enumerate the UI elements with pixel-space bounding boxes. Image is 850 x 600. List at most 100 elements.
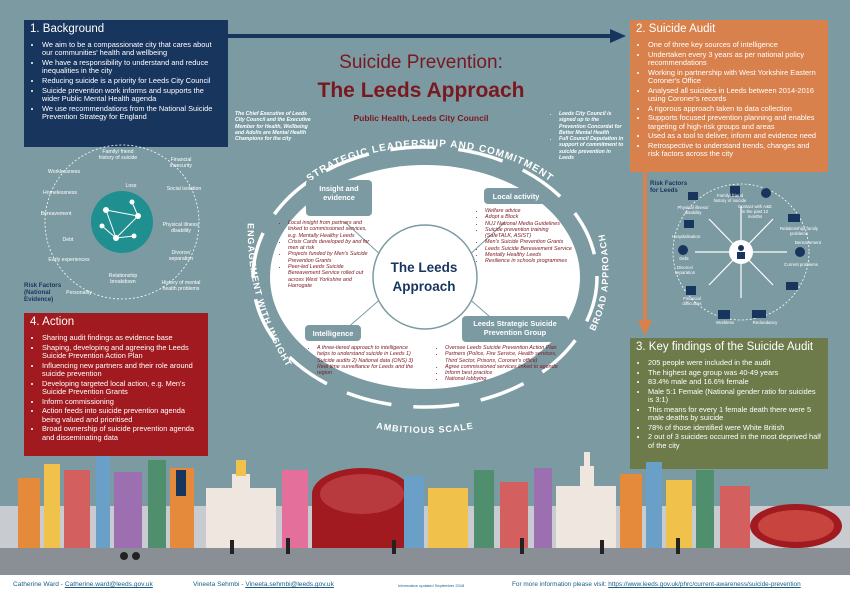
concordat-note-item: Leeds City Council is signed up to the P… [559, 111, 627, 136]
risk-label: Financial insecurity [170, 157, 192, 169]
concordat-note-item: Full Council Deputation in support of co… [559, 136, 627, 161]
hospital-icon [730, 186, 740, 196]
network-icon [91, 191, 153, 253]
risk-label: Personality [66, 290, 92, 296]
leeds-risk-title-line: for Leeds [650, 187, 678, 194]
key-finding-item: 2 out of 3 suicides occurred in the most… [648, 433, 822, 450]
more-info-label: For more information please visit: [512, 581, 607, 588]
intelligence-heading: Intelligence [312, 329, 354, 338]
risk-label: Loss [125, 183, 137, 189]
footer-contact-1: Catherine Ward - Catherine.ward@leeds.go… [13, 581, 153, 588]
intelligence-list: A three-tiered approach to intelligence … [310, 345, 414, 376]
risk-label: Family/ friend history of suicide [98, 149, 138, 161]
leeds-risk-label: Relationship/ family problems [779, 226, 819, 236]
national-risk-title-line: Evidence) [24, 296, 54, 303]
family-icon [688, 192, 698, 200]
risk-label: Worklessness [47, 169, 81, 175]
leeds-risk-title: Risk Factors for Leeds [650, 180, 700, 194]
poster-title-line2: The Leeds Approach [317, 79, 525, 102]
action-box: 4. Action Sharing audit findings as evid… [24, 313, 208, 456]
leeds-risk-label: Family/ friend history of suicide [713, 193, 747, 203]
local-activity-item: Adopt a Block [485, 214, 576, 220]
concordat-note: Leeds City Council is signed up to the P… [552, 111, 627, 161]
center-circle [372, 224, 478, 330]
poster-subtitle: Public Health, Leeds City Council [353, 113, 489, 123]
risk-label: Physical illness/ disability [162, 222, 200, 234]
risk-label: Debt [62, 237, 74, 243]
leeds-risk-label: Contact with A&E in the past 12 months [738, 204, 772, 219]
arrow-right-icon [610, 29, 626, 43]
insight-item: Crisis Cards developed by and for men at… [288, 239, 377, 252]
strategic-group-item: Partners (Police, Fire Service, Health s… [445, 351, 562, 364]
local-activity-item: Suicide prevention training (SafeTALK, A… [485, 227, 576, 240]
leeds-risk-label: Current problems [784, 262, 818, 267]
insight-list: Local insight from partners and linked t… [281, 220, 377, 289]
contact-name-1: Catherine Ward - [13, 581, 63, 588]
insight-item: Peer-led Leeds Suicide Bereavement Servi… [288, 264, 377, 289]
svg-text:AMBITIOUS SCALE: AMBITIOUS SCALE [376, 421, 475, 435]
background-item: We use recommendations from the National… [42, 104, 222, 122]
risk-label: Divorce/ separation [168, 250, 194, 262]
risk-label: History of mental health problems [161, 280, 201, 292]
leeds-risk-label: Hospitalisation [671, 234, 701, 239]
leeds-risk-label: Physical illness/ disability [677, 205, 709, 215]
pram-icon [678, 245, 688, 255]
money-icon [786, 282, 798, 290]
key-findings-heading: 3. Key findings of the Suicide Audit [636, 341, 814, 353]
leeds-risk-label: Divorce/ separation [674, 265, 696, 275]
audit-item: Supports focused prevention planning and… [648, 114, 822, 131]
contact-email-link-1[interactable]: Catherine.ward@leeds.gov.uk [64, 581, 153, 588]
center-title-line2: Approach [392, 279, 456, 294]
action-item: Broad ownership of suicide prevention ag… [42, 425, 202, 442]
divider-line [344, 295, 385, 331]
broken-heart-icon [795, 247, 805, 257]
action-item: Developing targeted local action, e.g. M… [42, 379, 202, 397]
more-info-link[interactable]: https://www.leeds.gov.uk/phrc/current-aw… [608, 581, 801, 588]
key-finding-item: This means for every 1 female death ther… [648, 405, 822, 423]
intelligence-item: A three-tiered approach to intelligence … [317, 345, 414, 376]
local-activity-item: Mentally Healthy Leeds [485, 252, 576, 258]
leeds-risk-title-line: Risk Factors [650, 180, 688, 187]
action-item: Inform commissioning [42, 397, 202, 406]
heart-icon [761, 188, 771, 198]
local-activity-item: Resilience in schools programmes [485, 258, 576, 264]
local-activity-item: Welfare advice [485, 208, 576, 214]
contact-email-link-2[interactable]: Vineeta.sehmbi@leeds.gov.uk [245, 581, 334, 588]
sofa-icon [752, 310, 766, 318]
strategic-group-heading: Leeds Strategic Suicide Prevention Group [473, 319, 557, 337]
key-findings-box: 3. Key findings of the Suicide Audit 205… [630, 338, 828, 469]
risk-label: Social isolation [166, 186, 202, 192]
key-finding-item: 78% of those identified were White Briti… [648, 423, 822, 432]
key-finding-item: 83.4% male and 16.6% female [648, 377, 822, 386]
arrow-down-icon [638, 320, 652, 336]
champions-note: The Chief Executive of Leeds City Counci… [235, 111, 311, 143]
risk-label: Bereavement [40, 211, 72, 217]
insight-heading: Insight and evidence [319, 184, 359, 202]
national-risk-title-line: Risk Factors [24, 282, 62, 289]
key-finding-item: The highest age group was 40-49 years [648, 368, 822, 377]
local-activity-item: NUJ National Media Guidelines [485, 221, 576, 227]
leeds-risk-label: Financial difficulties [682, 296, 702, 306]
insight-item: Projects funded by Men's Suicide Prevent… [288, 251, 377, 264]
local-activity-item: Men's Suicide Prevention Grants [485, 239, 576, 245]
audit-item: Used as a tool to deliver, inform and ev… [648, 131, 822, 140]
background-heading: 1. Background [30, 23, 105, 35]
action-item: Influencing new partners and their role … [42, 361, 202, 379]
leeds-risk-label: Redundancy [752, 320, 778, 325]
local-activity-item: Leeds Suicide Bereavement Service [485, 246, 576, 252]
audit-item: Working in partnership with West Yorkshi… [648, 68, 822, 86]
footer-contact-2: Vineeta Sehmbi - Vineeta.sehmbi@leeds.go… [193, 581, 334, 588]
briefcase-icon [718, 310, 730, 319]
center-title: The Leeds Approach [370, 258, 478, 296]
insight-item: Local insight from partners and linked t… [288, 220, 377, 239]
risk-label: Homelessness [42, 190, 78, 196]
audit-item: Undertaken every 3 years as per national… [648, 50, 822, 68]
background-box: 1. Background We aim to be a compassiona… [24, 20, 228, 147]
divider-line [465, 221, 506, 259]
audit-item: Analysed all suicides in Leeds between 2… [648, 86, 822, 104]
